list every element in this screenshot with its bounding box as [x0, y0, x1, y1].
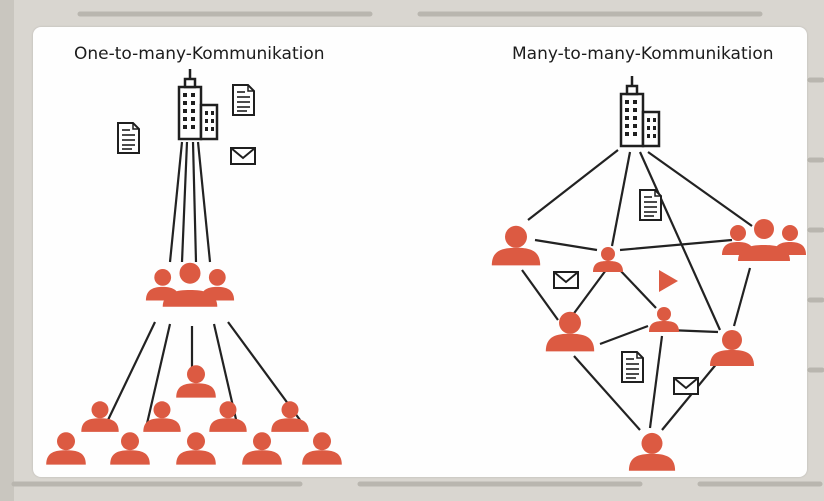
- group-icon: [145, 262, 235, 307]
- person-icon: [593, 247, 623, 272]
- document-icon: [232, 84, 255, 116]
- right-connection-lines: [521, 149, 753, 431]
- envelope-icon: [673, 377, 699, 395]
- person-icon: [710, 330, 754, 366]
- person-icon: [628, 432, 676, 471]
- envelope-icon: [553, 271, 579, 289]
- person-icon: [545, 311, 595, 352]
- building-icon: [619, 74, 661, 148]
- right-diagram-title: Many-to-many-Kommunikation: [512, 44, 774, 64]
- play-icon: [659, 270, 678, 292]
- person-icon: [649, 307, 679, 332]
- document-icon: [117, 122, 140, 154]
- person-icon: [491, 225, 541, 266]
- document-icon: [621, 351, 644, 383]
- building-icon: [177, 67, 219, 141]
- group-icon: [722, 219, 806, 261]
- left-diagram-title: One-to-many-Kommunikation: [74, 44, 325, 64]
- document-icon: [639, 189, 662, 221]
- left-connection-lines: [107, 141, 301, 429]
- envelope-icon: [230, 147, 256, 165]
